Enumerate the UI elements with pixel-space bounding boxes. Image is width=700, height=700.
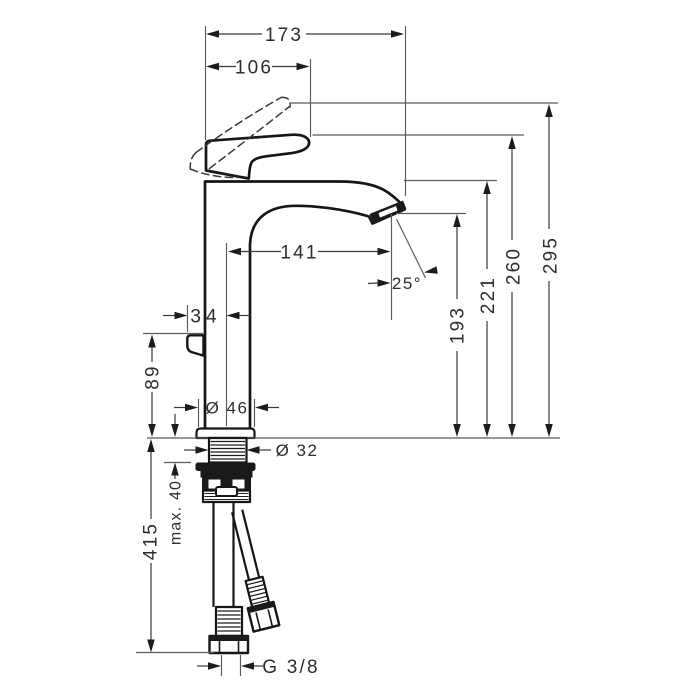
dim-body-height-label: 260 bbox=[503, 247, 524, 285]
dim-total-height-label: 295 bbox=[540, 236, 561, 274]
aerator-face bbox=[378, 206, 398, 218]
base-flange bbox=[195, 427, 256, 440]
dim-base-diameter: Ø 46 bbox=[174, 399, 279, 418]
lever-handle-raised-dashed bbox=[189, 96, 291, 179]
dim-handle-offset-label: 34 bbox=[190, 306, 221, 327]
supply-hoses bbox=[208, 502, 281, 655]
dim-total-depth: 173 bbox=[206, 25, 404, 46]
dim-hook-height-label: 89 bbox=[142, 364, 163, 390]
dim-hook-height: 89 bbox=[142, 334, 163, 437]
dim-max-mounting-thickness: max. 40 bbox=[167, 414, 184, 545]
washer bbox=[195, 462, 256, 471]
mounting-assembly bbox=[195, 436, 256, 504]
dim-shank-diameter: Ø 32 bbox=[184, 441, 319, 460]
dim-total-height: 295 bbox=[540, 104, 561, 437]
faucet-body-spout bbox=[203, 180, 406, 431]
dim-outlet-height: 193 bbox=[447, 214, 468, 437]
reference-lines bbox=[136, 26, 558, 676]
rear-hook bbox=[186, 334, 205, 357]
hose-straight bbox=[208, 502, 250, 655]
dim-handle-projection-label: 106 bbox=[235, 57, 273, 78]
dim-max-mounting-thickness-label: max. 40 bbox=[167, 480, 184, 545]
dim-spray-angle-label: 25° bbox=[392, 274, 422, 293]
dim-shank-diameter-label: Ø 32 bbox=[276, 441, 319, 460]
dim-connection-thread-label: G 3/8 bbox=[262, 657, 319, 678]
dim-handle-projection: 106 bbox=[206, 57, 310, 78]
nut-slot-left bbox=[208, 479, 221, 489]
lever-handle bbox=[204, 133, 311, 180]
dim-spout-height-label: 221 bbox=[478, 276, 499, 314]
dim-body-height: 260 bbox=[503, 136, 524, 437]
dim-outlet-height-label: 193 bbox=[447, 306, 468, 344]
dim-spray-angle: 25° bbox=[367, 266, 438, 293]
dim-spout-reach-label: 141 bbox=[280, 242, 318, 263]
hose-angled bbox=[230, 509, 281, 633]
faucet-outline bbox=[186, 96, 407, 440]
center-rod bbox=[221, 471, 232, 494]
nut-slot-right bbox=[232, 479, 245, 489]
dim-spout-height: 221 bbox=[478, 181, 499, 437]
dim-hose-length-label: 415 bbox=[140, 522, 161, 560]
dim-handle-offset: 34 bbox=[163, 306, 251, 327]
dim-hose-length: 415 bbox=[140, 439, 161, 653]
shank-thread-hatch bbox=[210, 440, 245, 460]
rod-t-piece bbox=[215, 486, 238, 497]
dim-total-depth-label: 173 bbox=[265, 25, 303, 46]
dim-spout-reach: 141 bbox=[228, 242, 391, 263]
dim-connection-thread: G 3/8 bbox=[197, 657, 319, 678]
dim-base-diameter-label: Ø 46 bbox=[206, 399, 249, 418]
